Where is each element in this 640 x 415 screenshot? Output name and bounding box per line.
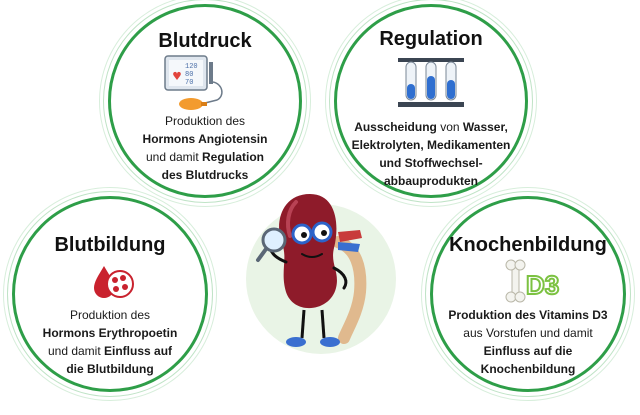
node-title: Blutdruck (158, 30, 252, 52)
text-line: abbauprodukten (334, 172, 528, 190)
bone-vitamin-d3-icon: D3 (505, 259, 560, 303)
text-line: Hormons Angiotensin (108, 130, 302, 148)
text-line: und Stoffwechsel- (334, 154, 528, 172)
node-description: Produktion des Hormons Erythropoetin und… (12, 306, 208, 378)
text-line: Hormons Erythropoetin (12, 324, 208, 342)
gauge-value: 80 (185, 71, 193, 79)
text-line: und damit Einfluss auf (12, 342, 208, 360)
decorative-ring (7, 191, 213, 397)
regulation-node: Regulation Ausscheidung von Wasser, Elek… (311, 0, 551, 221)
text-strong: die Blutbildung (66, 362, 154, 376)
text-line: Ausscheidung von Wasser, (334, 118, 528, 136)
node-ring (108, 4, 302, 198)
node-description: Produktion des Hormons Angiotensin und d… (108, 112, 302, 184)
node-ring (430, 196, 626, 392)
decorative-ring (103, 0, 307, 203)
test-tubes-icon (398, 58, 464, 107)
text-strong: Wasser, (462, 120, 508, 134)
text-strong: Elektrolyten, Medikamenten (351, 138, 511, 152)
text-strong: und Stoffwechsel- (379, 156, 483, 170)
blutdruck-node: Blutdruck 120 80 70 Produktion des Hormo… (85, 0, 325, 221)
text-strong: Knochenbildung (480, 362, 576, 376)
node-description: Produktion des Vitamins D3 aus Vorstufen… (430, 306, 626, 378)
text-normal: und damit (145, 150, 203, 164)
knochenbildung-node: Knochenbildung D3 Produktion des Vitamin… (407, 173, 640, 415)
text-strong: abbauprodukten (383, 174, 478, 188)
icon-label: D3 (526, 270, 559, 300)
text-strong: des Blutdrucks (161, 168, 249, 182)
text-line: aus Vorstufen und damit (463, 326, 593, 340)
text-line: und damit Regulation (108, 148, 302, 166)
blood-cells-icon (94, 266, 134, 298)
text-strong: Einfluss auf die (483, 344, 573, 358)
text-line: Knochenbildung (430, 360, 626, 378)
text-line: Elektrolyten, Medikamenten (334, 136, 528, 154)
node-description: Ausscheidung von Wasser, Elektrolyten, M… (334, 118, 528, 190)
text-strong: Produktion des Vitamins D3 (448, 308, 608, 322)
node-ring (334, 4, 528, 198)
text-line: Produktion des Vitamins D3 (430, 306, 626, 324)
text-normal: und damit (47, 344, 105, 358)
blood-pressure-monitor-icon: 120 80 70 (164, 55, 223, 110)
node-title: Knochenbildung (449, 234, 607, 256)
text-strong: Hormons Angiotensin (142, 132, 268, 146)
kidney-mascot-illustration (256, 194, 367, 347)
node-ring (12, 196, 208, 392)
text-line: die Blutbildung (12, 360, 208, 378)
text-strong: Regulation (202, 150, 265, 164)
text-line: Produktion des (164, 114, 246, 128)
decorative-ring (425, 191, 631, 397)
magnifier-icon (261, 227, 287, 253)
kidney-body (279, 194, 337, 309)
text-strong: Ausscheidung (354, 120, 437, 134)
text-line: Einfluss auf die (430, 342, 626, 360)
text-line: des Blutdrucks (108, 166, 302, 184)
text-normal: von (436, 120, 463, 134)
decorative-ring (329, 0, 533, 203)
gauge-value: 120 (185, 63, 198, 71)
text-strong: Einfluss auf (104, 344, 173, 358)
blutbildung-node: Blutbildung Produktion des Hormons Eryth… (0, 173, 231, 415)
text-strong: Hormons Erythropoetin (42, 326, 178, 340)
node-title: Regulation (379, 28, 483, 50)
text-line: Produktion des (69, 308, 151, 322)
gauge-value: 70 (185, 79, 193, 87)
node-title: Blutbildung (54, 234, 166, 256)
